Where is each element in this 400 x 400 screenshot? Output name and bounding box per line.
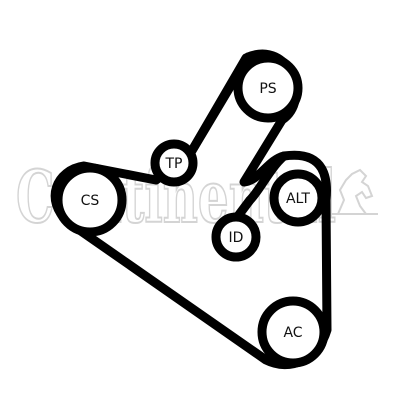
- pulley-alt-wheel: [269, 169, 327, 227]
- pulley-alt-label: ALT: [286, 191, 310, 207]
- pulley-cs: CS: [53, 163, 127, 237]
- pulley-ac-wheel: [257, 296, 329, 368]
- pulley-id-wheel: [211, 212, 261, 262]
- pulley-ps-wheel: [233, 53, 303, 123]
- pulley-id: ID: [211, 212, 261, 262]
- pulley-id-label: ID: [229, 230, 244, 246]
- rearing-horse-icon: [330, 168, 378, 215]
- pulley-tp-label: TP: [165, 156, 183, 172]
- pulley-ps: PS: [233, 53, 303, 123]
- pulley-cs-wheel: [53, 163, 127, 237]
- pulley-ac-label: AC: [283, 325, 302, 341]
- pulley-ac: AC: [257, 296, 329, 368]
- pulley-ps-label: PS: [259, 81, 276, 97]
- pulley-tp: TP: [150, 139, 198, 187]
- pulley-tp-wheel: [150, 139, 198, 187]
- pulley-cs-label: CS: [81, 193, 100, 209]
- pulley-alt: ALT: [269, 169, 327, 227]
